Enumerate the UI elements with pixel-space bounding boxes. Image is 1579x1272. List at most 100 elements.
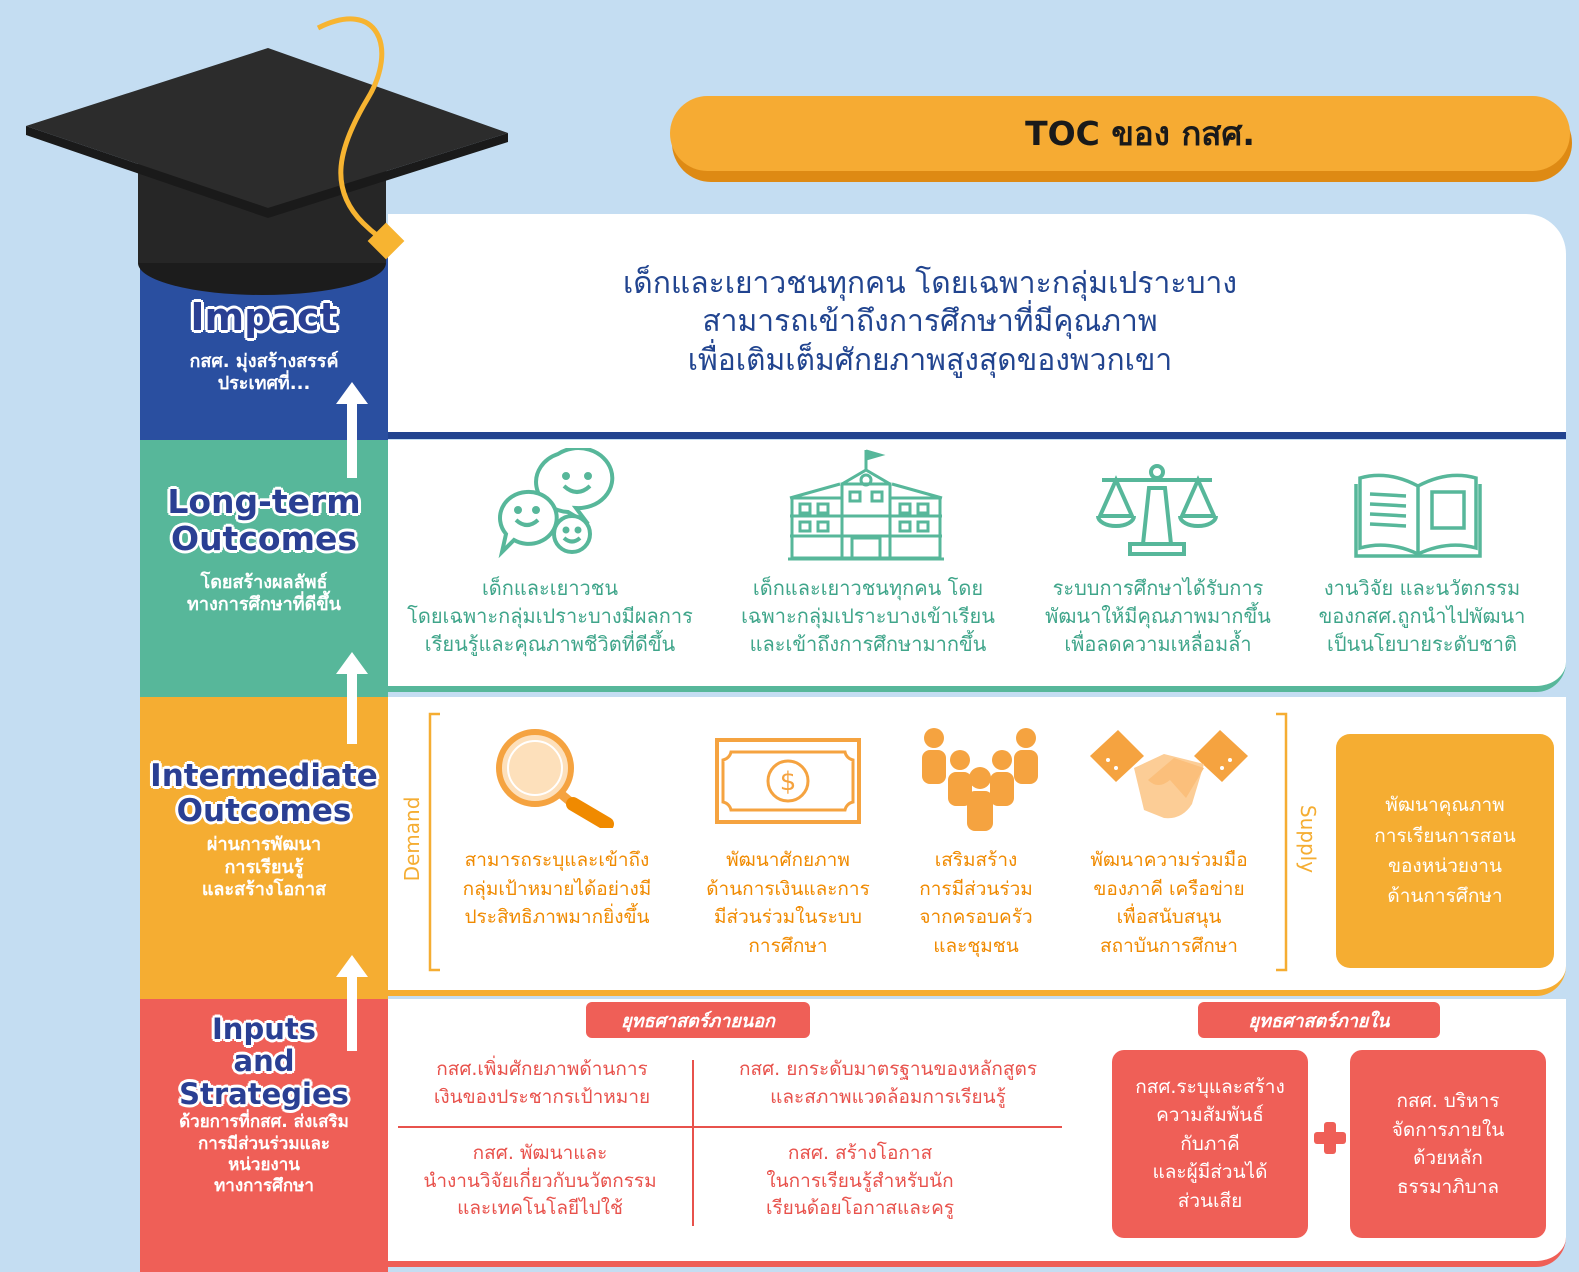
long-term-heading-2: Outcomes	[171, 518, 357, 558]
inputs-sub-1: ด้วยการที่กสศ. ส่งเสริม	[179, 1112, 349, 1133]
external-strategy-4-line-2: ในการเรียนรู้สำหรับนัก	[766, 1169, 954, 1192]
intermediate-item-2-line-2: ด้านการเงินและการ	[706, 877, 870, 900]
supply-box-line-3: ของหน่วยงาน	[1388, 855, 1502, 877]
inputs-heading-2: and	[233, 1044, 295, 1079]
intermediate-item-2-line-1: พัฒนาศักยภาพ	[726, 849, 850, 871]
up-arrow-icon	[336, 652, 368, 744]
plus-icon	[1314, 1122, 1346, 1154]
external-strategy-4: กสศ. สร้างโอกาส ในการเรียนรู้สำหรับนัก เ…	[700, 1140, 1020, 1223]
intermediate-item-1-line-3: ประสิทธิภาพมากยิ่งขึ้น	[464, 906, 650, 928]
long-term-item-2-line-2: เฉพาะกลุ่มเปราะบางเข้าเรียน	[741, 604, 995, 628]
intermediate-heading-1: Intermediate	[150, 758, 378, 794]
intermediate-sub-2: การเรียนรู้	[224, 856, 304, 878]
impact-line-1: เด็กและเยาวชนทุกคน โดยเฉพาะกลุ่มเปราะบาง	[622, 266, 1237, 301]
intermediate-item-3-line-2: การมีส่วนร่วม	[919, 877, 1033, 900]
internal-strategy-2-line-2: จัดการภายใน	[1391, 1118, 1505, 1141]
long-term-item-3-line-1: ระบบการศึกษาได้รับการ	[1052, 576, 1264, 600]
internal-strategy-1-line-1: กสศ.ระบุและสร้าง	[1135, 1075, 1285, 1098]
intermediate-item-3-line-1: เสริมสร้าง	[934, 849, 1018, 871]
banknote-icon: $	[715, 738, 861, 824]
intermediate-sub-1: ผ่านการพัฒนา	[206, 834, 322, 856]
external-strategy-1-line-1: กสศ.เพิ่มศักยภาพด้านการ	[436, 1058, 648, 1080]
external-strategy-label: ยุทธศาสตร์ภายนอก	[586, 1002, 810, 1038]
impact-sub-1: กสศ. มุ่งสร้างสรรค์	[189, 350, 339, 372]
intermediate-heading-2: Outcomes	[176, 792, 352, 829]
external-strategy-2: กสศ. ยกระดับมาตรฐานของหลักสูตร และสภาพแว…	[698, 1056, 1078, 1111]
strategy-divider-vertical	[692, 1060, 694, 1226]
intermediate-item-4-line-4: สถาบันการศึกษา	[1100, 934, 1238, 957]
inputs-label-block: Inputs and Strategies ด้วยการที่กสศ. ส่ง…	[140, 999, 388, 1272]
long-term-item-2-line-1: เด็กและเยาวชนทุกคน โดย	[752, 576, 984, 600]
impact-sub-2: ประเทศที่...	[217, 373, 311, 395]
intermediate-label-block: Intermediate Outcomes ผ่านการพัฒนา การเร…	[140, 697, 388, 999]
inputs-sub-2: การมีส่วนร่วมและ	[197, 1133, 331, 1154]
long-term-label-block: Long-term Outcomes โดยสร้างผลลัพธ์ ทางกา…	[140, 440, 388, 697]
intermediate-item-1-line-1: สามารถระบุและเข้าถึง	[464, 849, 650, 871]
intermediate-item-4-line-1: พัฒนาความร่วมมือ	[1090, 849, 1248, 871]
external-strategy-3: กสศ. พัฒนาและ นำงานวิจัยเกี่ยวกับนวัตกรร…	[392, 1140, 688, 1223]
external-strategy-1: กสศ.เพิ่มศักยภาพด้านการ เงินของประชากรเป…	[396, 1056, 688, 1111]
internal-strategy-2: กสศ. บริหาร จัดการภายใน ด้วยหลัก ธรรมาภิ…	[1350, 1050, 1546, 1238]
graduation-cap-icon	[26, 16, 508, 295]
intermediate-item-3: เสริมสร้าง การมีส่วนร่วม จากครอบครัว และ…	[896, 846, 1056, 960]
long-term-item-3-line-3: เพื่อลดความเหลื่อมล้ำ	[1064, 632, 1252, 656]
inputs-sub-4: ทางการศึกษา	[214, 1176, 314, 1197]
long-term-panel	[388, 440, 1566, 692]
svg-text:$: $	[780, 767, 797, 797]
internal-strategy-1-line-5: ส่วนเสีย	[1177, 1189, 1243, 1212]
long-term-item-4-line-1: งานวิจัย และนวัตกรรม	[1323, 576, 1521, 600]
up-arrow-icon	[336, 382, 368, 478]
supply-label: Supply	[1296, 804, 1320, 874]
impact-statement: เด็กและเยาวชนทุกคน โดยเฉพาะกลุ่มเปราะบาง…	[390, 265, 1470, 380]
magnifier-icon	[496, 729, 614, 828]
inputs-sub-3: หน่วยงาน	[228, 1154, 300, 1175]
external-strategy-2-line-1: กสศ. ยกระดับมาตรฐานของหลักสูตร	[738, 1058, 1038, 1080]
supply-box: พัฒนาคุณภาพ การเรียนการสอน ของหน่วยงาน ด…	[1336, 734, 1554, 968]
internal-strategy-2-line-4: ธรรมาภิบาล	[1396, 1175, 1500, 1198]
smiley-faces-icon	[498, 448, 615, 559]
impact-panel	[388, 214, 1566, 439]
supply-bracket	[1276, 712, 1288, 972]
supply-box-line-2: การเรียนการสอน	[1374, 824, 1516, 847]
internal-strategy-1-line-3: กับภาคี	[1180, 1132, 1240, 1155]
external-strategy-3-line-1: กสศ. พัฒนาและ	[472, 1142, 608, 1164]
long-term-item-1-line-1: เด็กและเยาวชน	[481, 576, 619, 600]
long-term-item-4: งานวิจัย และนวัตกรรม ของกสศ.ถูกนำไปพัฒนา…	[1294, 574, 1550, 658]
impact-line-3: เพื่อเติมเต็มศักยภาพสูงสุดของพวกเขา	[687, 342, 1173, 378]
intermediate-item-4-line-2: ของภาคี เครือข่าย	[1093, 877, 1245, 900]
intermediate-item-2-line-3: มีส่วนร่วมในระบบ	[714, 906, 862, 928]
demand-bracket	[428, 712, 440, 972]
long-term-item-1-line-3: เรียนรู้และคุณภาพชีวิตที่ดีขึ้น	[424, 632, 676, 656]
external-strategy-2-line-2: และสภาพแวดล้อมการเรียนรู้	[770, 1085, 1006, 1108]
intermediate-item-1: สามารถระบุและเข้าถึง กลุ่มเป้าหมายได้อย่…	[432, 846, 682, 932]
internal-strategy-1-line-2: ความสัมพันธ์	[1156, 1104, 1264, 1127]
long-term-item-3-line-2: พัฒนาให้มีคุณภาพมากขึ้น	[1045, 604, 1271, 628]
page-title: TOC ของ กสศ.	[1025, 114, 1255, 153]
internal-strategy-2-line-1: กสศ. บริหาร	[1396, 1090, 1500, 1112]
long-term-item-2: เด็กและเยาวชนทุกคน โดย เฉพาะกลุ่มเปราะบา…	[718, 574, 1018, 658]
inputs-heading-1: Inputs	[212, 1012, 316, 1046]
demand-label: Demand	[400, 796, 424, 882]
external-strategy-1-line-2: เงินของประชากรเป้าหมาย	[433, 1085, 651, 1108]
internal-strategy-1-line-4: และผู้มีส่วนได้	[1152, 1161, 1268, 1184]
long-term-item-1-line-2: โดยเฉพาะกลุ่มเปราะบางมีผลการ	[407, 604, 693, 628]
long-term-item-1: เด็กและเยาวชน โดยเฉพาะกลุ่มเปราะบางมีผลก…	[385, 574, 715, 658]
external-strategy-4-line-1: กสศ. สร้างโอกาส	[787, 1142, 933, 1164]
school-building-icon	[788, 449, 944, 561]
scales-icon	[1096, 464, 1218, 556]
internal-strategy-2-line-3: ด้วยหลัก	[1413, 1147, 1483, 1169]
supply-box-line-1: พัฒนาคุณภาพ	[1385, 794, 1505, 817]
intermediate-item-3-line-3: จากครอบครัว	[919, 906, 1033, 928]
up-arrow-icon	[336, 955, 368, 1051]
long-term-heading-1: Long-term	[167, 482, 361, 521]
handshake-icon	[1090, 730, 1248, 819]
intermediate-item-4: พัฒนาความร่วมมือ ของภาคี เครือข่าย เพื่อ…	[1062, 846, 1276, 960]
long-term-item-4-line-2: ของกสศ.ถูกนำไปพัฒนา	[1318, 604, 1526, 628]
external-strategy-3-line-3: และเทคโนโลยีไปใช้	[457, 1197, 623, 1220]
impact-line-2: สามารถเข้าถึงการศึกษาที่มีคุณภาพ	[702, 304, 1158, 340]
intermediate-item-2-line-4: การศึกษา	[748, 934, 828, 957]
internal-strategy-1: กสศ.ระบุและสร้าง ความสัมพันธ์ กับภาคี แล…	[1112, 1050, 1308, 1238]
external-strategy-4-line-3: เรียนด้อยโอกาสและครู	[765, 1197, 955, 1220]
long-term-item-3: ระบบการศึกษาได้รับการ พัฒนาให้มีคุณภาพมา…	[1022, 574, 1294, 658]
intermediate-sub-3: และสร้างโอกาส	[201, 879, 327, 901]
